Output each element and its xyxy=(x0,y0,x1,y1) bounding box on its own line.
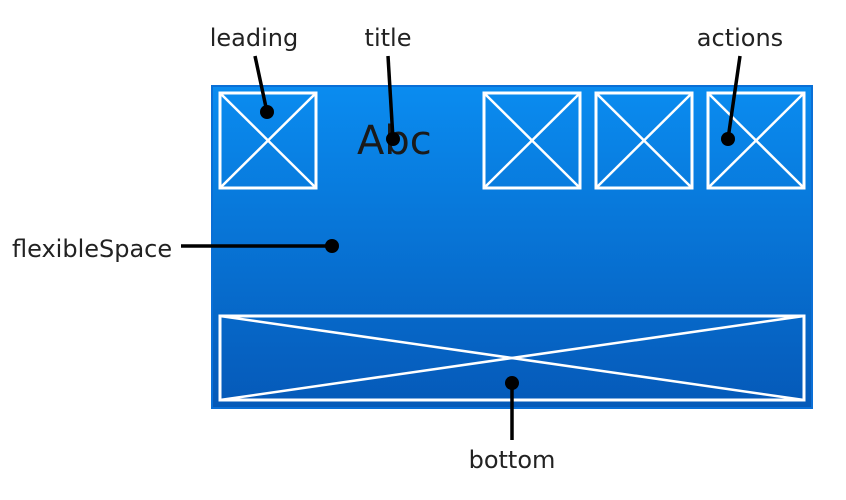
leading-placeholder xyxy=(218,91,318,190)
label-leading: leading xyxy=(210,24,299,52)
action-placeholder-2 xyxy=(594,91,694,190)
action-placeholder-3 xyxy=(706,91,806,190)
pointer-dot-flexible-space xyxy=(325,239,339,253)
pointer-dot-actions xyxy=(721,132,735,146)
label-bottom: bottom xyxy=(469,446,556,474)
pointer-actions xyxy=(726,55,742,140)
pointer-dot-title xyxy=(386,132,400,146)
label-flexible-space: flexibleSpace xyxy=(12,235,172,263)
pointer-title xyxy=(386,55,395,140)
pointer-leading xyxy=(253,55,269,113)
action-placeholder-1 xyxy=(482,91,582,190)
label-title: title xyxy=(365,24,412,52)
label-actions: actions xyxy=(697,24,783,52)
pointer-dot-leading xyxy=(260,105,274,119)
